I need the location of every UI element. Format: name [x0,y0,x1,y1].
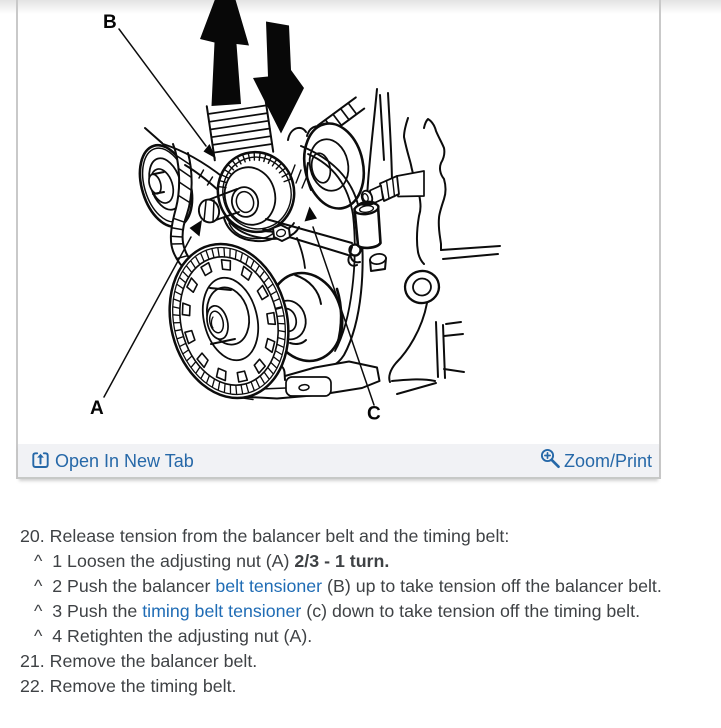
svg-text:C: C [367,404,381,425]
svg-text:B: B [103,12,117,33]
svg-text:A: A [90,398,104,419]
